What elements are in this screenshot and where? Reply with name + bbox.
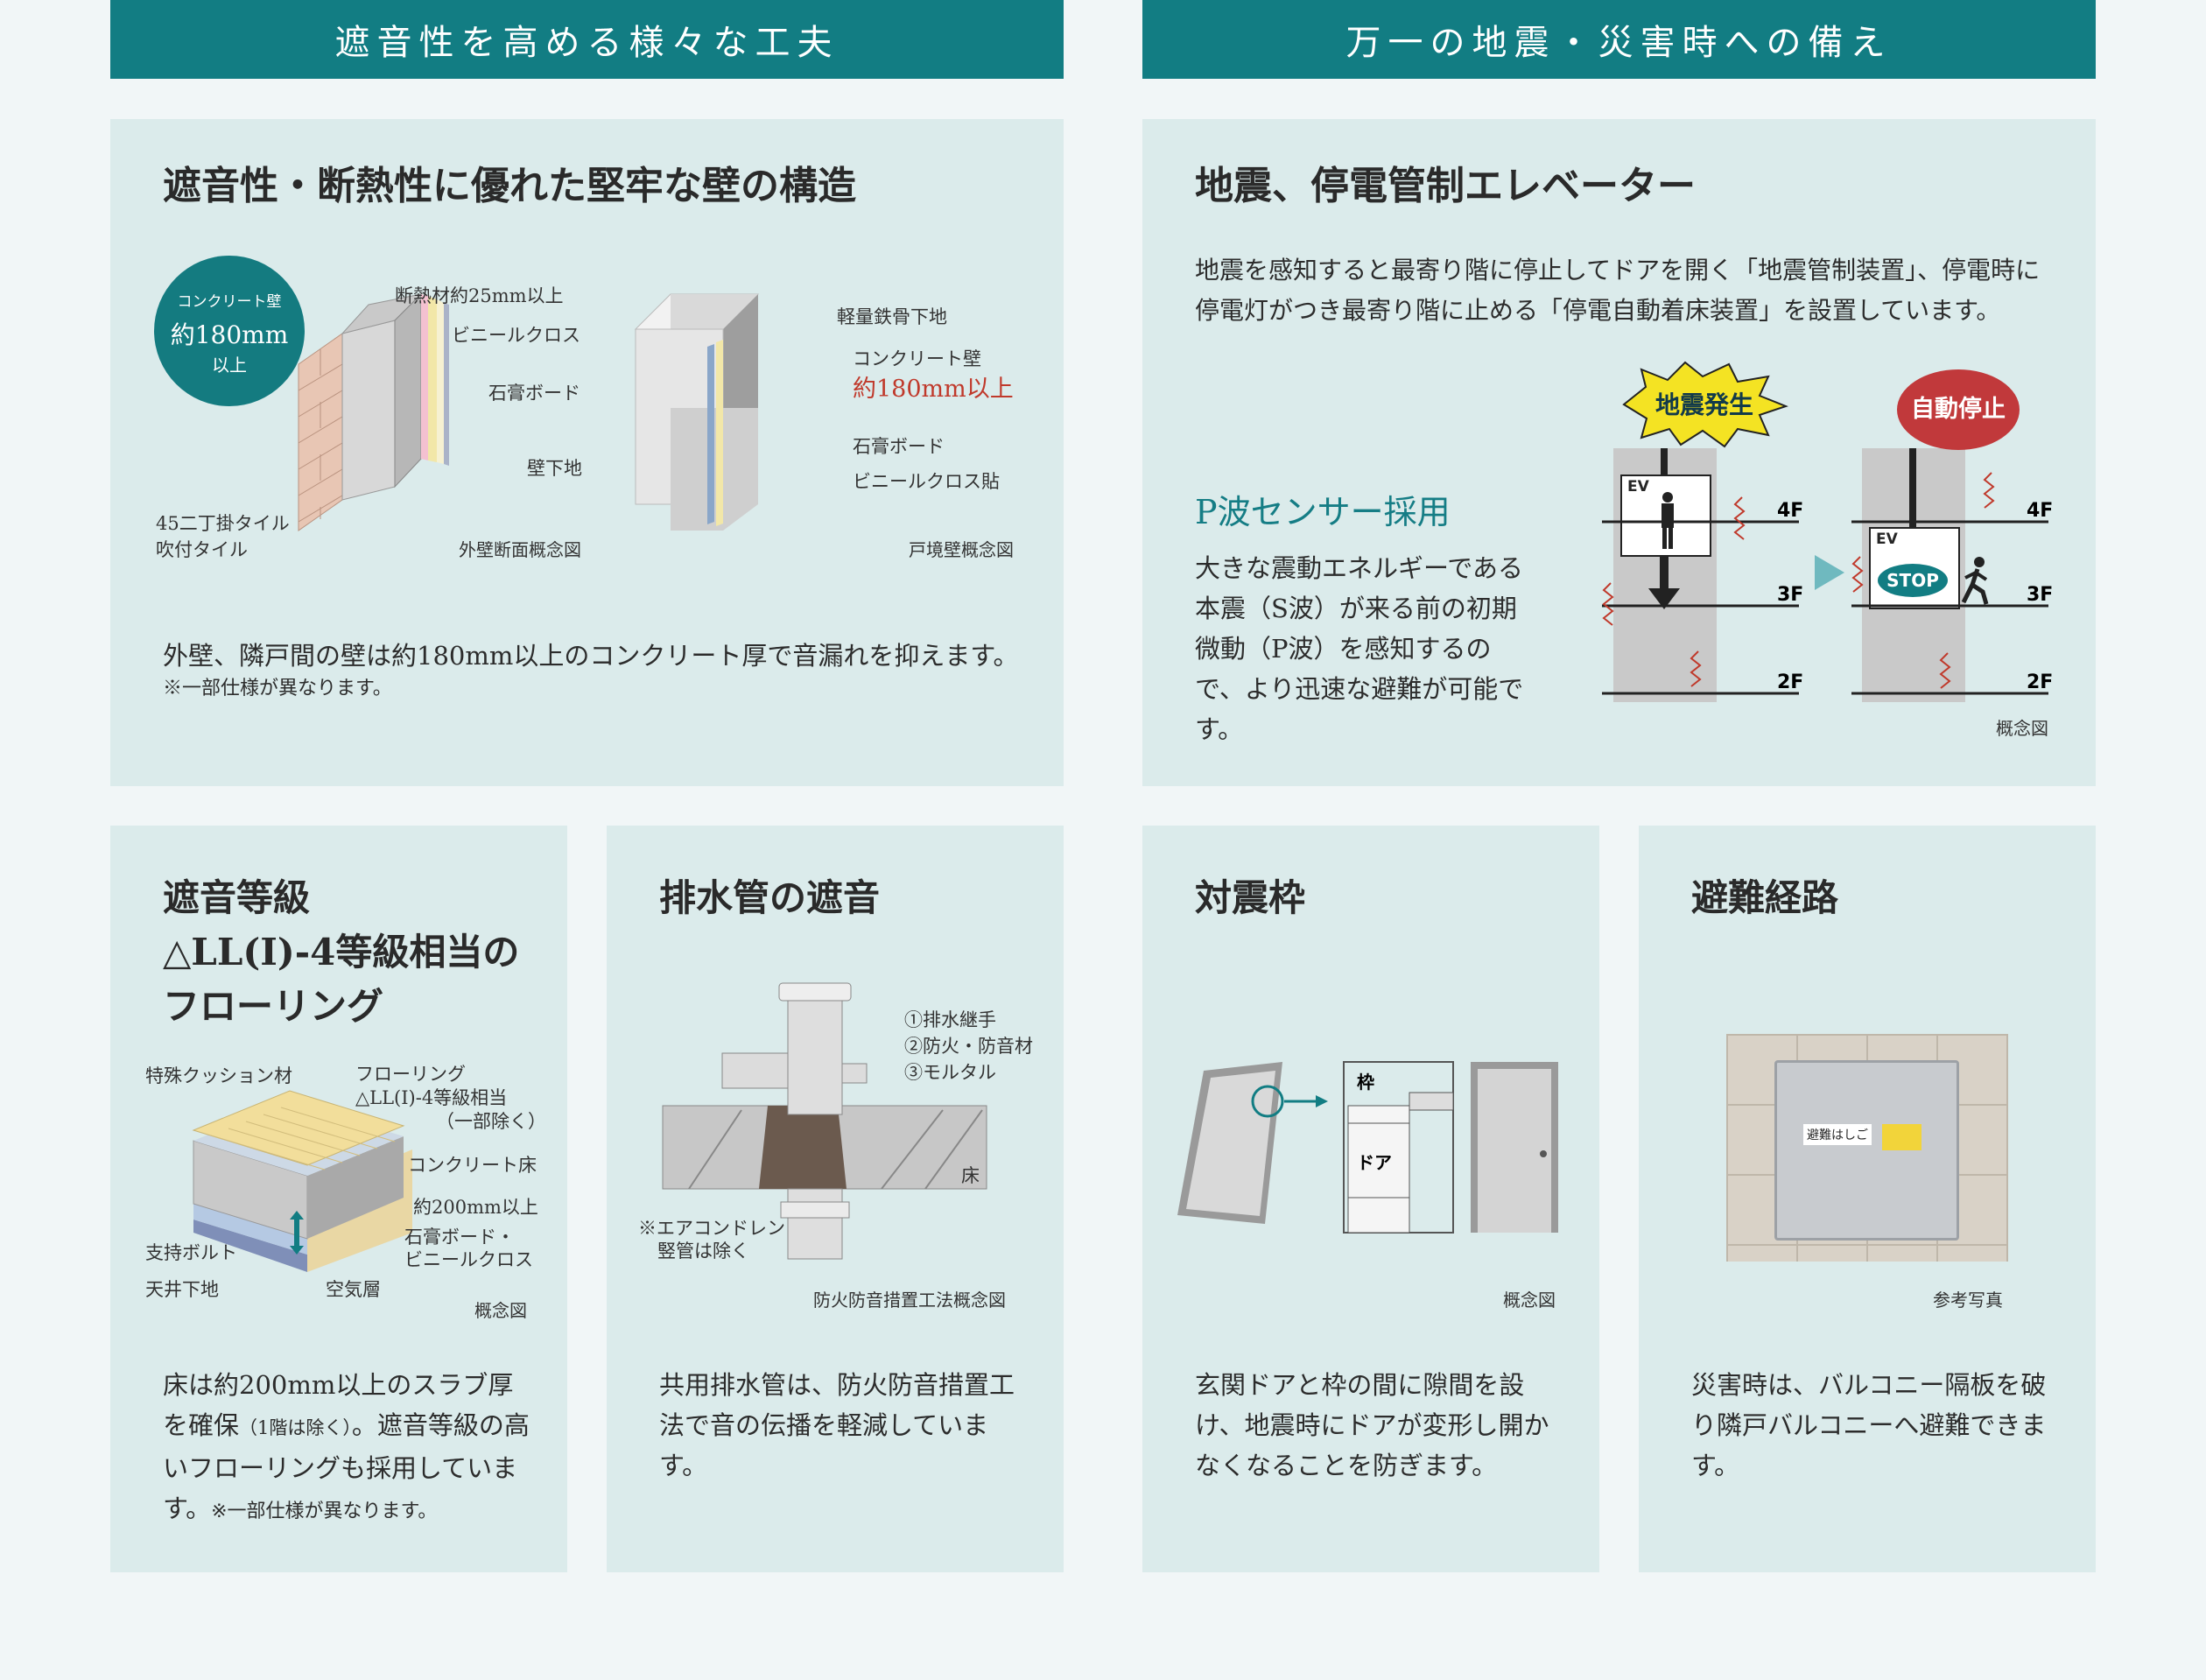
next-arrow-icon bbox=[1815, 555, 1844, 590]
frame-label: 枠 bbox=[1357, 1072, 1374, 1093]
drain-diagram bbox=[662, 982, 987, 1260]
label-concrete-floor: コンクリート床 bbox=[408, 1155, 537, 1176]
floor-lines-before: 4F 3F 2F bbox=[1602, 496, 1803, 695]
hatch-warning bbox=[1882, 1124, 1921, 1150]
wall-text: 外壁、隣戸間の壁は約180mm以上のコンクリート厚で音漏れを抑えます。 bbox=[163, 641, 1019, 671]
frame-caption: 概念図 bbox=[1503, 1290, 1556, 1311]
header-left: 遮音性を高める様々な工夫 bbox=[110, 0, 1064, 79]
flooring-text-small: （1階は除く） bbox=[239, 1417, 352, 1438]
label-air: 空気層 bbox=[326, 1279, 381, 1300]
floor-4f-before: 4F bbox=[1777, 500, 1803, 522]
sensor-text: 大きな震動エネルギーである本震（S波）が来る前の初期微動（P波）を感知するので、… bbox=[1195, 553, 1524, 744]
party-wall-diagram bbox=[634, 293, 760, 531]
label-mortar: ③モルタル bbox=[904, 1062, 996, 1083]
elevator-title: 地震、停電管制エレベーター bbox=[1195, 164, 1696, 208]
label-flooring-3: （一部除く） bbox=[436, 1111, 546, 1132]
evac-panel: 避難経路 避難はしご 参考写真 災害時は、バルコニー隔板を破り隣戸バルコニーへ避… bbox=[1639, 826, 2096, 1572]
wall-note: ※一部仕様が異なります。 bbox=[163, 678, 392, 699]
label-cushion: 特殊クッション材 bbox=[145, 1065, 292, 1086]
floor-2f-after: 2F bbox=[2027, 671, 2053, 693]
quake-burst: 地震発生 bbox=[1622, 361, 1788, 448]
evac-caption: 参考写真 bbox=[1933, 1290, 2003, 1311]
quake-label: 地震発生 bbox=[1655, 390, 1753, 419]
label-joint: ①排水継手 bbox=[904, 1009, 996, 1030]
label-concrete-thick: 約180mm以上 bbox=[853, 376, 1014, 403]
label-flooring-2: △LL(Ⅰ)-4等級相当 bbox=[355, 1087, 508, 1108]
hatch-label: 避難はしご bbox=[1803, 1124, 1872, 1145]
evac-photo: 避難はしご bbox=[1726, 1034, 2008, 1262]
floor-lines-after: 4F 3F 2F bbox=[1851, 472, 2053, 695]
label-bolt: 支持ボルト bbox=[145, 1242, 237, 1263]
label-gypsum: 石膏ボード bbox=[488, 383, 580, 404]
flooring-caption: 概念図 bbox=[474, 1300, 527, 1321]
label-base: 壁下地 bbox=[527, 458, 582, 479]
label-vinyl-cloth: ビニールクロス bbox=[452, 325, 580, 346]
label-insulation: 断熱材約25mm以上 bbox=[395, 285, 564, 306]
wall-title: 遮音性・断熱性に優れた堅牢な壁の構造 bbox=[163, 164, 856, 208]
frame-diagram: 枠 ドア bbox=[1177, 1061, 1558, 1234]
evac-title: 避難経路 bbox=[1691, 876, 1839, 919]
hatch: 避難はしご bbox=[1774, 1060, 1959, 1241]
flooring-text-2: 。遮音等級の高いフローリングも採用しています。 bbox=[163, 1410, 530, 1523]
label-floor-gypsum: 石膏ボード・ bbox=[404, 1227, 515, 1248]
badge-line3: 以上 bbox=[212, 355, 247, 376]
frame-panel: 対震枠 枠 ドア 概念図 玄関ドアと枠の間に隙間を設け、地震時にドアが変形し開か… bbox=[1142, 826, 1599, 1572]
ev-label-before: EV bbox=[1627, 478, 1649, 496]
elevator-text: 地震を感知すると最寄り階に停止してドアを開く「地震管制装置」、停電時に停電灯がつ… bbox=[1195, 256, 2041, 325]
flooring-note: ※一部仕様が異なります。 bbox=[211, 1501, 438, 1522]
floor-2f-before: 2F bbox=[1777, 671, 1803, 693]
badge-line1: コンクリート壁 bbox=[177, 293, 282, 311]
wall-panel: 遮音性・断熱性に優れた堅牢な壁の構造 コンクリート壁 約180mm 以上 断熱材… bbox=[110, 119, 1064, 786]
flooring-title: 遮音等級 △LL(Ⅰ)-4等級相当の フローリング bbox=[163, 876, 520, 1028]
concrete-badge: コンクリート壁 約180mm 以上 bbox=[154, 256, 305, 406]
shaft-after-cable bbox=[1909, 448, 1916, 527]
flooring-text-main: 床は約200mm以上のスラブ厚を確保 bbox=[163, 1370, 514, 1440]
label-floor-vinyl: ビニールクロス bbox=[404, 1249, 533, 1270]
caption-outer-wall: 外壁断面概念図 bbox=[459, 539, 581, 560]
stop-sign: STOP bbox=[1878, 564, 1948, 597]
label-exclude-2: 竪管は除く bbox=[657, 1241, 749, 1262]
label-exclude-1: ※エアコンドレン bbox=[638, 1218, 785, 1239]
label-gypsum-2: 石膏ボード bbox=[853, 436, 945, 457]
elevator-panel: 地震、停電管制エレベーター 地震を感知すると最寄り階に停止してドアを開く「地震管… bbox=[1142, 119, 2096, 786]
label-vinyl-paste: ビニールクロス貼 bbox=[853, 471, 1000, 492]
caption-party-wall: 戸境壁概念図 bbox=[909, 539, 1014, 560]
floor-4f-after: 4F bbox=[2027, 500, 2053, 522]
stop-badge: 自動停止 bbox=[1897, 369, 2020, 450]
frame-text: 玄関ドアと枠の間に隙間を設け、地震時にドアが変形し開かなくなることを防ぎます。 bbox=[1195, 1370, 1549, 1480]
outer-wall-diagram bbox=[298, 292, 449, 531]
evac-text: 災害時は、バルコニー隔板を破り隣戸バルコニーへ避難できます。 bbox=[1691, 1370, 2047, 1480]
drain-title: 排水管の遮音 bbox=[659, 876, 881, 919]
flooring-text: 床は約200mm以上のスラブ厚を確保（1階は除く）。遮音等級の高いフローリングも… bbox=[163, 1365, 530, 1532]
drain-caption: 防火防音措置工法概念図 bbox=[813, 1290, 1006, 1311]
elevator-caption: 概念図 bbox=[1996, 718, 2048, 739]
flooring-panel: 遮音等級 △LL(Ⅰ)-4等級相当の フローリング 特殊クッション材 フローリン… bbox=[110, 826, 567, 1572]
frame-title: 対震枠 bbox=[1195, 876, 1306, 919]
car-after: EV STOP bbox=[1869, 527, 1960, 609]
down-arrow-icon bbox=[1648, 557, 1680, 609]
label-fire: ②防火・防音材 bbox=[904, 1036, 1033, 1057]
header-right: 万一の地震・災害時への備え bbox=[1142, 0, 2096, 79]
sensor-title: P波センサー採用 bbox=[1195, 493, 1451, 531]
flooring-diagram bbox=[192, 1090, 412, 1272]
door-label: ドア bbox=[1357, 1152, 1392, 1173]
ev-label-after: EV bbox=[1876, 531, 1898, 548]
label-light-steel: 軽量鉄骨下地 bbox=[837, 306, 947, 327]
drain-panel: 排水管の遮音 ①排水継手 ②防火・防音材 ③モルタル 床 ※エアコンドレン 竪管… bbox=[607, 826, 1064, 1572]
label-concrete: コンクリート壁 bbox=[853, 348, 981, 369]
label-tile2: 吹付タイル bbox=[156, 539, 248, 560]
badge-line2: 約180mm bbox=[170, 320, 289, 349]
shaft-before-cable bbox=[1661, 448, 1668, 474]
label-tile1: 45二丁掛タイル bbox=[156, 513, 290, 534]
floor-3f-before: 3F bbox=[1777, 584, 1803, 606]
label-thickness: 約200mm以上 bbox=[413, 1197, 538, 1218]
drain-text: 共用排水管は、防火防音措置工法で音の伝播を軽減しています。 bbox=[659, 1370, 1015, 1480]
floor-3f-after: 3F bbox=[2027, 584, 2053, 606]
label-floor: 床 bbox=[961, 1165, 980, 1186]
label-flooring-1: フローリング bbox=[355, 1064, 466, 1085]
running-person-icon bbox=[1961, 557, 1989, 605]
label-ceiling: 天井下地 bbox=[145, 1279, 219, 1300]
